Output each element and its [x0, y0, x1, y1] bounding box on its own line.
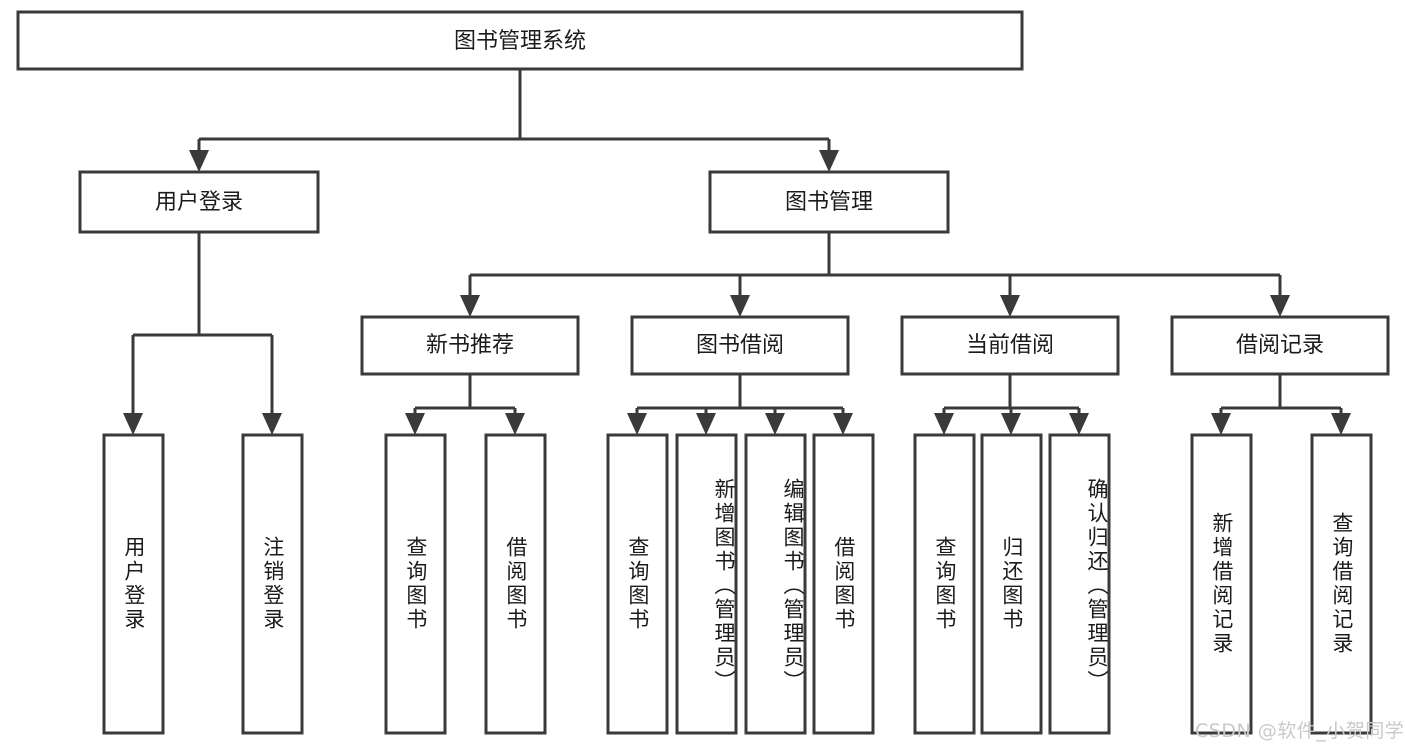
node-root[interactable]: 图书管理系统 [16, 10, 1024, 71]
leaf-add-book-box[interactable] [675, 433, 738, 735]
leaf-edit-book-box[interactable] [744, 433, 807, 735]
arrow-leaf-confirm-return [1069, 413, 1089, 435]
node-new-book-recommend-label: 新书推荐 [426, 333, 514, 358]
csdn-watermark: CSDN @软件_小贺同学 [1195, 720, 1405, 742]
node-root-label: 图书管理系统 [454, 29, 586, 54]
node-current-borrow-label: 当前借阅 [966, 333, 1054, 358]
node-user-login-label: 用户登录 [155, 190, 243, 215]
leaf-logout-box[interactable] [241, 433, 304, 735]
node-current-borrow[interactable]: 当前借阅 [900, 315, 1120, 376]
arrow-leaf-add-record [1211, 413, 1231, 435]
leaf-box-layer [102, 433, 1373, 735]
arrow-leaf-logout [262, 413, 282, 435]
node-user-login[interactable]: 用户登录 [78, 170, 320, 234]
node-current-borrow-box[interactable] [900, 315, 1120, 376]
arrow-to-current-borrow [1000, 295, 1020, 317]
arrow-leaf-return-book [1001, 413, 1021, 435]
node-borrow-record[interactable]: 借阅记录 [1170, 315, 1390, 376]
arrow-leaf-query-book-3 [934, 413, 954, 435]
node-borrow-record-box[interactable] [1170, 315, 1390, 376]
arrow-leaf-user-login [123, 413, 143, 435]
node-new-book-recommend-box[interactable] [360, 315, 580, 376]
node-user-login-box[interactable] [78, 170, 320, 234]
node-book-manage-label: 图书管理 [785, 190, 873, 215]
arrow-to-new-book-recommend [460, 295, 480, 317]
leaf-user-login-box[interactable] [102, 433, 165, 735]
arrow-leaf-borrow-book-2 [833, 413, 853, 435]
leaf-query-book-2-box[interactable] [606, 433, 669, 735]
arrow-leaf-query-book-1 [405, 413, 425, 435]
connector-layer [123, 69, 1351, 435]
node-book-manage-box[interactable] [708, 170, 950, 234]
arrow-leaf-add-book [696, 413, 716, 435]
arrow-leaf-query-book-2 [627, 413, 647, 435]
arrow-leaf-query-record [1331, 413, 1351, 435]
leaf-query-book-1-box[interactable] [384, 433, 447, 735]
arrow-to-book-manage [819, 150, 839, 172]
leaf-borrow-book-2-box[interactable] [812, 433, 875, 735]
node-new-book-recommend[interactable]: 新书推荐 [360, 315, 580, 376]
leaf-borrow-book-1-box[interactable] [484, 433, 547, 735]
node-root-box[interactable] [16, 10, 1024, 71]
arrow-leaf-edit-book [765, 413, 785, 435]
arrow-to-user-login [189, 150, 209, 172]
leaf-confirm-return-box[interactable] [1048, 433, 1111, 735]
leaf-query-book-3-box[interactable] [913, 433, 976, 735]
node-book-borrow-box[interactable] [630, 315, 850, 376]
node-book-borrow-label: 图书借阅 [696, 333, 784, 358]
node-borrow-record-label: 借阅记录 [1236, 333, 1324, 358]
leaf-return-book-box[interactable] [980, 433, 1043, 735]
node-book-manage[interactable]: 图书管理 [708, 170, 950, 234]
arrow-to-book-borrow [730, 295, 750, 317]
arrow-to-borrow-record [1270, 295, 1290, 317]
node-book-borrow[interactable]: 图书借阅 [630, 315, 850, 376]
arrow-leaf-borrow-book-1 [505, 413, 525, 435]
leaf-add-record-box[interactable] [1190, 433, 1253, 735]
leaf-query-record-box[interactable] [1310, 433, 1373, 735]
